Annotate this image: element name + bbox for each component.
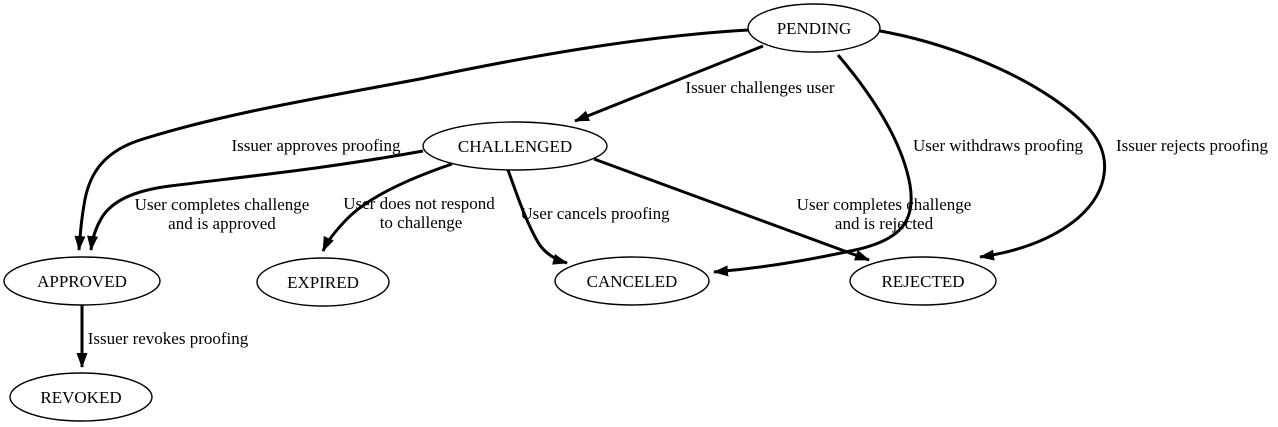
approved-ellipse	[3, 256, 161, 306]
edge-label-completes-approved-line1: User completes challenge	[135, 195, 310, 214]
node-expired: EXPIRED	[256, 257, 390, 307]
edge-challenged-approved	[87, 149, 424, 251]
edge-challenged-rejected	[593, 157, 870, 262]
pending-label: PENDING	[777, 19, 852, 38]
expired-label: EXPIRED	[287, 273, 359, 292]
edge-pending-challenged	[574, 44, 764, 123]
edge-challenged-expired	[321, 162, 453, 252]
canceled-label: CANCELED	[587, 272, 678, 291]
edges	[74, 28, 1107, 368]
edge-label-issuer-approves-proofing: Issuer approves proofing	[231, 136, 401, 155]
challenged-ellipse	[422, 121, 608, 171]
approved-label: APPROVED	[37, 272, 127, 291]
edge-label-issuer-challenges-user: Issuer challenges user	[685, 78, 835, 97]
edge-label-issuer-revokes-proofing: Issuer revokes proofing	[88, 329, 249, 348]
revoked-ellipse	[9, 372, 153, 422]
edge-label-user-withdraws-proofing: User withdraws proofing	[913, 136, 1083, 155]
edge-label-issuer-rejects-proofing: Issuer rejects proofing	[1116, 136, 1269, 155]
revoked-label: REVOKED	[40, 388, 121, 407]
expired-ellipse	[256, 257, 390, 307]
rejected-ellipse	[849, 256, 997, 306]
canceled-ellipse	[554, 256, 710, 306]
edge-label-user-cancels-proofing: User cancels proofing	[520, 204, 670, 223]
node-pending: PENDING	[747, 3, 881, 53]
pending-ellipse	[747, 3, 881, 53]
edge-label-no-respond-line2: to challenge	[380, 213, 463, 232]
rejected-label: REJECTED	[881, 272, 964, 291]
node-canceled: CANCELED	[554, 256, 710, 306]
node-challenged: CHALLENGED	[422, 121, 608, 171]
edge-pending-rejected	[879, 29, 1107, 261]
nodes: PENDING CHALLENGED APPROVED EXPIRED CANC…	[3, 3, 997, 422]
node-rejected: REJECTED	[849, 256, 997, 306]
edge-label-no-respond-line1: User does not respond	[343, 194, 495, 213]
edge-challenged-canceled	[506, 169, 568, 265]
edge-label-completes-rejected-line1: User completes challenge	[797, 195, 972, 214]
challenged-label: CHALLENGED	[458, 137, 572, 156]
node-approved: APPROVED	[3, 256, 161, 306]
edge-labels: Issuer challenges user Issuer approves p…	[88, 78, 1269, 348]
edge-label-completes-approved-line2: and is approved	[168, 214, 276, 233]
edge-pending-canceled	[713, 54, 913, 277]
edge-label-completes-rejected-line2: and is rejected	[835, 214, 934, 233]
edge-pending-approved	[74, 28, 750, 251]
node-revoked: REVOKED	[9, 372, 153, 422]
